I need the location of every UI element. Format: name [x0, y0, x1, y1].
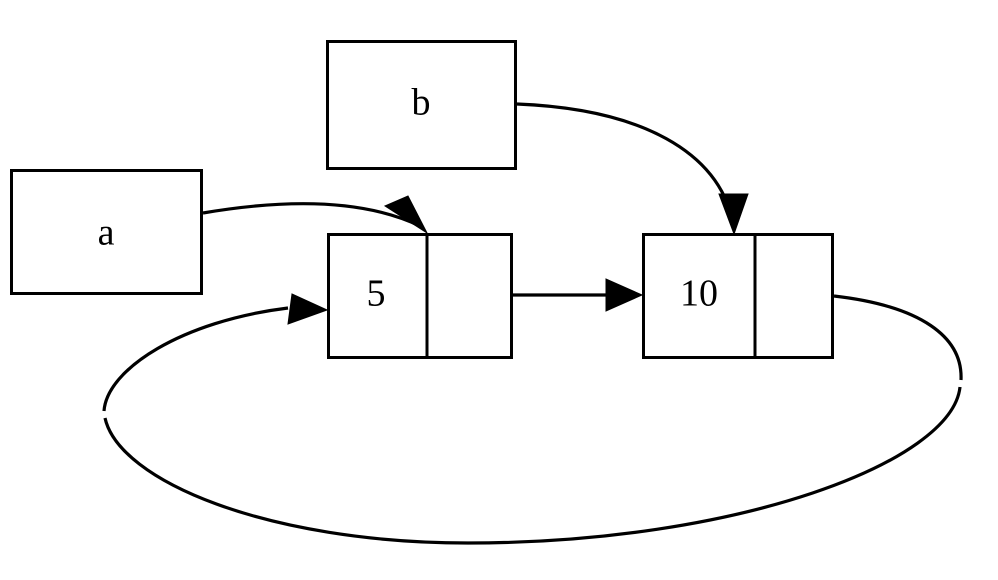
- edge-a-to-node5-curve: [202, 202, 421, 228]
- list-node-10-box: [642, 233, 834, 359]
- edge-loop-segment-bottom: [103, 386, 962, 545]
- pointer-node-b-label: b: [412, 82, 431, 124]
- list-node-5-value-label: 5: [367, 273, 386, 315]
- edge-b-to-node10-arrowhead: [718, 193, 749, 236]
- list-node-5[interactable]: 5: [327, 233, 513, 359]
- list-node-5-box: [327, 233, 513, 359]
- pointer-node-b[interactable]: b: [326, 40, 517, 170]
- pointer-node-a-label: a: [98, 212, 115, 254]
- list-node-10[interactable]: 10: [642, 233, 834, 359]
- edge-loop-arrowhead: [287, 293, 329, 325]
- edge-a-to-node5-arrowhead: [383, 195, 429, 235]
- edge-loop-segment-right: [833, 294, 963, 381]
- edge-b-to-node10: [516, 102, 749, 236]
- edge-node5-to-node10-arrowhead: [605, 278, 644, 312]
- edge-node10-to-node5-loop: [102, 293, 963, 545]
- pointer-node-a[interactable]: a: [10, 169, 203, 295]
- edge-loop-segment-left: [102, 306, 289, 412]
- edge-b-to-node10-curve: [516, 102, 735, 223]
- pointer-node-a-box: [10, 169, 203, 295]
- edge-node5-to-node10: [512, 278, 644, 312]
- edge-a-to-node5: [202, 195, 429, 235]
- pointer-node-b-box: [326, 40, 517, 170]
- list-node-10-value-label: 10: [680, 273, 718, 315]
